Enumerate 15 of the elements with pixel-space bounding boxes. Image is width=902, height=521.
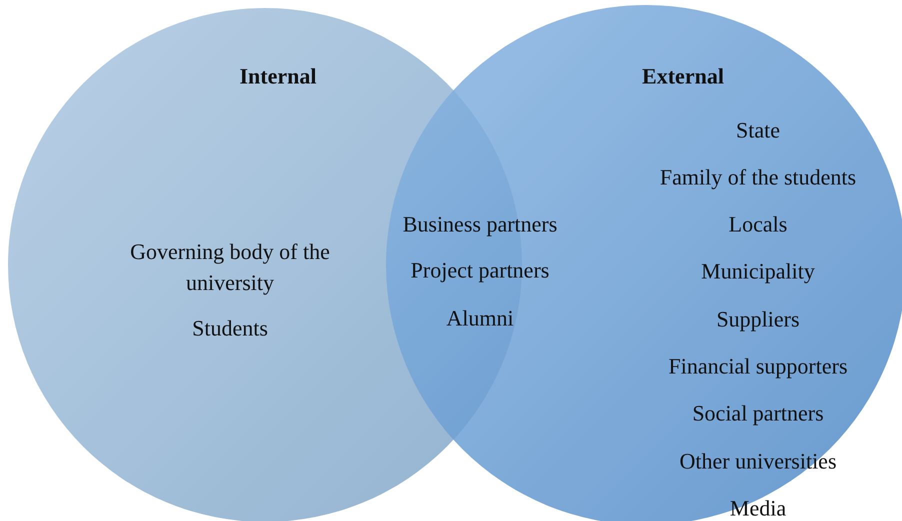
set-member-text: Municipality xyxy=(701,258,815,286)
set-heading: External xyxy=(642,62,724,91)
overlap-member-text: Alumni xyxy=(446,304,514,333)
set-member-text: Family of the students xyxy=(660,164,856,192)
set-member-text: Financial supporters xyxy=(668,352,848,381)
overlap-member-text: Project partners xyxy=(410,256,550,285)
set-member-text: Students xyxy=(192,314,268,343)
set-member-text: Suppliers xyxy=(716,306,800,334)
set-member-text: Media xyxy=(730,494,786,521)
set-heading: Internal xyxy=(240,62,316,91)
set-member-text: Social partners xyxy=(692,400,824,428)
overlap-member-text: Business partners xyxy=(402,210,558,239)
set-member-text: Locals xyxy=(728,210,788,239)
set-member-text: State xyxy=(736,116,780,145)
set-member-text: Governing body of the university xyxy=(130,238,330,297)
